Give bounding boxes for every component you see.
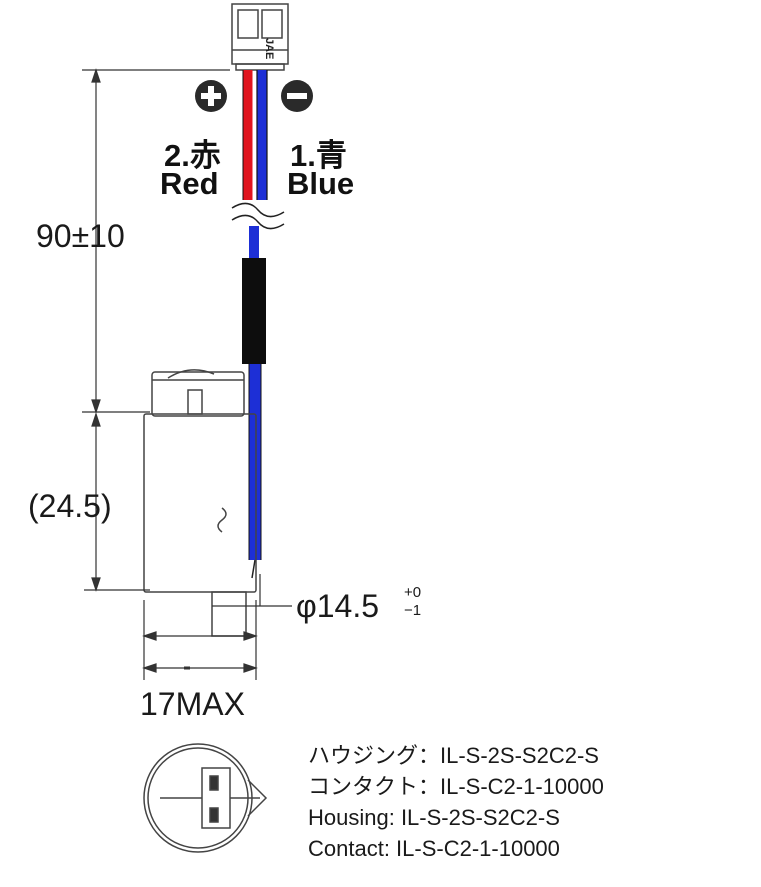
- red-wire-label-jp: 2.赤: [164, 138, 221, 173]
- wire-break-marks: [231, 202, 285, 230]
- dim-diameter-leader: [212, 574, 292, 607]
- note-housing-en: Housing: IL-S-2S-S2C2-S: [308, 805, 560, 830]
- diameter-tolerance-lower: −1: [404, 602, 422, 619]
- dim-lead-length: [82, 68, 230, 414]
- diameter-label: φ14.5: [296, 588, 380, 624]
- note-contact-jp: コンタクト：IL-S-C2-1-10000: [308, 774, 604, 799]
- wires-upper: [242, 70, 268, 200]
- minus-symbol: [281, 80, 313, 112]
- blue-wire-label: Blue: [287, 166, 355, 201]
- blue-wire-label-jp: 1.青: [290, 138, 347, 173]
- battery-body: [143, 369, 257, 637]
- dim-max-width: [142, 600, 258, 680]
- max-width-label: 17MAX: [140, 686, 245, 722]
- note-housing-jp: ハウジング：IL-S-2S-S2C2-S: [308, 743, 599, 768]
- dim-body-height: [84, 412, 150, 592]
- plus-symbol: [195, 80, 227, 112]
- diameter-tolerance-upper: +0: [404, 584, 422, 601]
- wires-lower: [242, 226, 266, 579]
- red-wire-label: Red: [160, 166, 219, 201]
- connector-brand-text: JAE: [263, 38, 275, 59]
- body-height-label: (24.5): [28, 488, 112, 524]
- connector-housing: [231, 3, 289, 71]
- note-contact-en: Contact: IL-S-C2-1-10000: [308, 836, 560, 861]
- lead-length-label: 90±10: [36, 218, 125, 254]
- bottom-view: [143, 743, 268, 853]
- heat-shrink-sleeve: [242, 258, 266, 364]
